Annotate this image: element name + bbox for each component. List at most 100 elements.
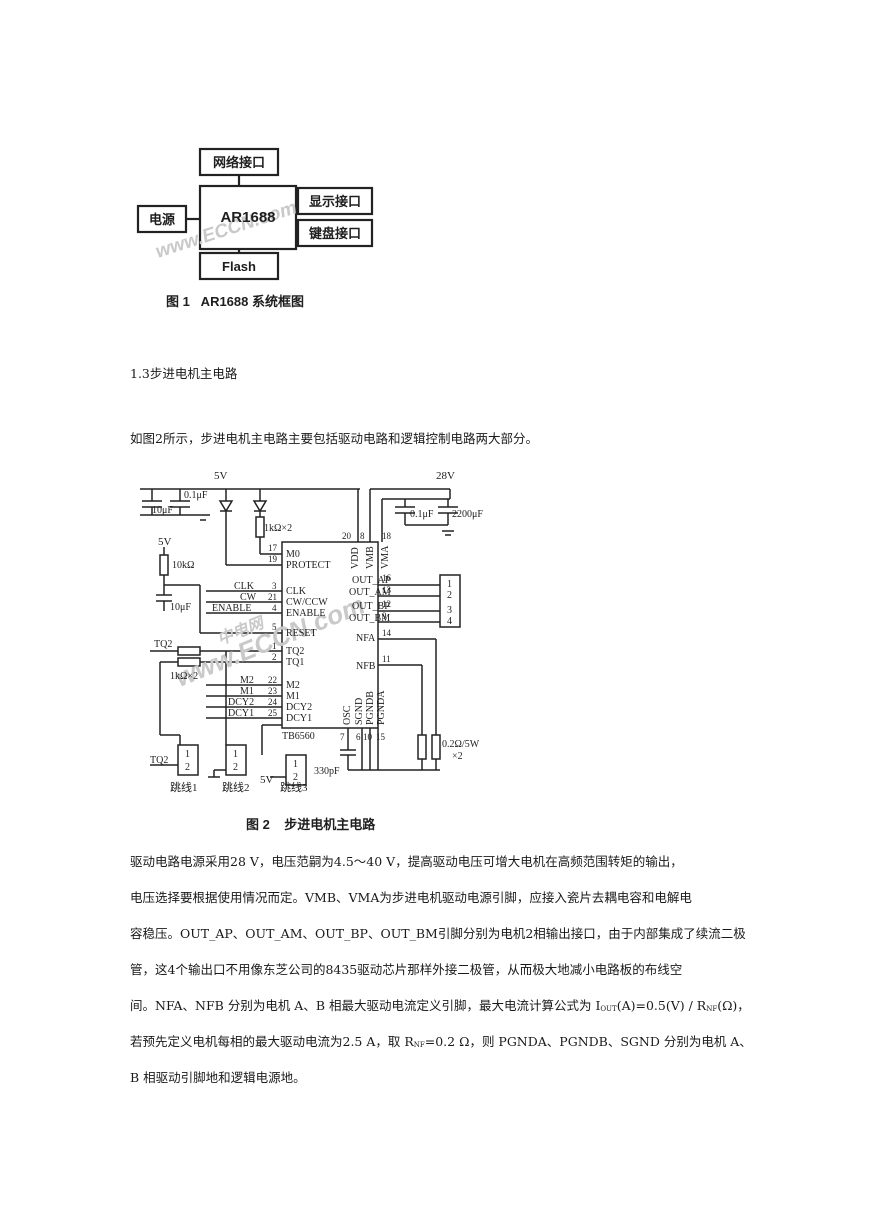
jumper1-pin-2: 2 [185, 762, 190, 773]
pin-tq2: TQ2 [286, 646, 304, 657]
label-r1k-top: 1kΩ×2 [264, 523, 292, 534]
pin-num-20: 20 [342, 531, 352, 541]
pin-num-1: 1 [272, 641, 277, 651]
pin-num-24: 24 [268, 697, 278, 707]
pin-num-17: 17 [268, 543, 278, 553]
pin-num-2: 2 [272, 652, 277, 662]
label-c330: 330pF [314, 766, 340, 777]
pin-vmb: VMB [365, 546, 376, 569]
label-enable: ENABLE [212, 603, 251, 614]
pin-num-12: 12 [382, 599, 391, 609]
pin-num-14: 14 [382, 628, 392, 638]
pin-num-3: 3 [272, 581, 277, 591]
label-c01-left: 0.1μF [184, 490, 208, 501]
label-jumper2: 跳线2 [222, 780, 250, 794]
label-c2200: 2200μF [452, 509, 483, 520]
pin-num-4: 4 [272, 603, 277, 613]
pin-out-ap: OUT_AP [352, 575, 391, 586]
figure2-caption: 图 2 步进电机主电路 [246, 817, 376, 832]
label-rsense-x2: ×2 [452, 751, 463, 762]
body-line-5: 间。NFA、NFB 分别为电机 A、B 相最大驱动电流定义引脚，最大电流计算公式… [130, 999, 750, 1016]
block-keyboard: 键盘接口 [308, 226, 361, 241]
pin-num-15: 15 [376, 732, 386, 742]
label-tq2-bottom: TQ2 [150, 755, 168, 766]
figure1-caption: 图 1 AR1688 系统框图 [166, 294, 304, 309]
pin-protect: PROTECT [286, 560, 330, 571]
label-dcy2: DCY2 [228, 697, 254, 708]
pin-pgndb: PGNDB [365, 691, 376, 725]
block-ar1688: AR1688 [220, 209, 275, 226]
label-c10-left: 10μF [152, 505, 173, 516]
jumper1-pin-1: 1 [185, 749, 190, 760]
pin-num-7: 7 [340, 732, 345, 742]
rnf-text-before: 若预先定义电机每相的最大驱动电流为2.5 A，取 R [130, 1034, 414, 1049]
pin-vma: VMA [380, 545, 391, 569]
pin-m0: M0 [286, 549, 300, 560]
block-flash: Flash [222, 259, 256, 274]
pin-num-8: 8 [360, 531, 365, 541]
pin-reset: RESET [286, 628, 317, 639]
pin-tq1: TQ1 [286, 657, 304, 668]
pin-num-6: 6 [356, 732, 361, 742]
intro-paragraph: 如图2所示，步进电机主电路主要包括驱动电路和逻辑控制电路两大部分。 [130, 431, 538, 446]
label-jumper1: 跳线1 [170, 780, 198, 794]
pin-clk: CLK [286, 586, 307, 597]
pin-dcy2: DCY2 [286, 702, 312, 713]
figure1-block-diagram: www.ECCN.com 网络接口 AR1688 电源 显示接口 键盘接口 Fl… [136, 147, 374, 309]
label-tq2: TQ2 [154, 639, 172, 650]
label-cw: CW [240, 592, 257, 603]
pin-sgnd: SGND [354, 698, 365, 725]
label-5v-bottom: 5V [260, 774, 274, 786]
pin-cwccw: CW/CCW [286, 597, 328, 608]
body-line-4: 管，这4个输出口不用像东芝公司的8435驱动芯片那样外接二极管，从而极大地减小电… [130, 962, 683, 977]
label-m2: M2 [240, 675, 254, 686]
label-r1k-mid: 1kΩ×2 [170, 671, 198, 682]
figure2-circuit-diagram: www.ECCN.com 中电网 5V 28V 0.1μF 10μF 1kΩ×2… [140, 470, 483, 832]
pin-num-5: 5 [272, 622, 277, 632]
pin-num-21: 21 [268, 592, 277, 602]
pin-out-bm: OUT_BM [349, 613, 390, 624]
body-line-3: 容稳压。OUT_AP、OUT_AM、OUT_BP、OUT_BM引脚分别为电机2相… [130, 926, 746, 941]
label-5v-top: 5V [214, 470, 228, 482]
label-jumper3: 跳线3 [280, 780, 308, 794]
chip-name: TB6560 [282, 731, 315, 742]
body-line-6: 若预先定义电机每相的最大驱动电流为2.5 A，取 RNF=0.2 Ω，则 PGN… [130, 1035, 752, 1052]
formula-text-after: (Ω)， [717, 998, 750, 1013]
jumper3-pin-2: 2 [293, 772, 298, 783]
body-line-1: 驱动电路电源采用28 V，电压范嗣为4.5～40 V，提高驱动电压可增大电机在高… [130, 854, 683, 869]
connector-pin-3: 3 [447, 605, 452, 616]
label-c10-mid: 10μF [170, 602, 191, 613]
pin-nfa: NFA [356, 633, 376, 644]
pin-m2: M2 [286, 680, 300, 691]
pin-out-am: OUT_AM [349, 587, 391, 598]
pin-num-23: 23 [268, 686, 278, 696]
pin-dcy1: DCY1 [286, 713, 312, 724]
label-dcy1: DCY1 [228, 708, 254, 719]
body-line-7: B 相驱动引脚地和逻辑电源地。 [130, 1070, 306, 1085]
pin-num-9: 9 [382, 611, 387, 621]
label-rsense: 0.2Ω/5W [442, 739, 480, 750]
pin-num-18: 18 [382, 531, 392, 541]
pin-vdd: VDD [350, 547, 361, 569]
pin-num-10: 10 [363, 732, 373, 742]
label-clk: CLK [234, 581, 255, 592]
pin-num-19: 19 [268, 554, 278, 564]
rnf-sub-nf: NF [413, 1041, 425, 1049]
jumper3-pin-1: 1 [293, 759, 298, 770]
formula-text-before: 间。NFA、NFB 分别为电机 A、B 相最大驱动电流定义引脚，最大电流计算公式… [130, 998, 601, 1013]
formula-sub-nf: NF [706, 1005, 718, 1013]
connector-pin-1: 1 [447, 579, 452, 590]
label-r10k: 10kΩ [172, 560, 194, 571]
formula-sub-out: OUT [600, 1005, 617, 1013]
label-28v: 28V [436, 470, 455, 482]
jumper2-pin-2: 2 [233, 762, 238, 773]
block-display: 显示接口 [309, 194, 361, 209]
pin-num-25: 25 [268, 708, 278, 718]
pin-num-22: 22 [268, 675, 277, 685]
pin-m1: M1 [286, 691, 300, 702]
label-5v-mid: 5V [158, 536, 172, 548]
section-heading: 1.3步进电机主电路 [130, 366, 238, 381]
pin-out-bp: OUT_BP [352, 601, 390, 612]
connector-pin-2: 2 [447, 590, 452, 601]
label-m1: M1 [240, 686, 254, 697]
